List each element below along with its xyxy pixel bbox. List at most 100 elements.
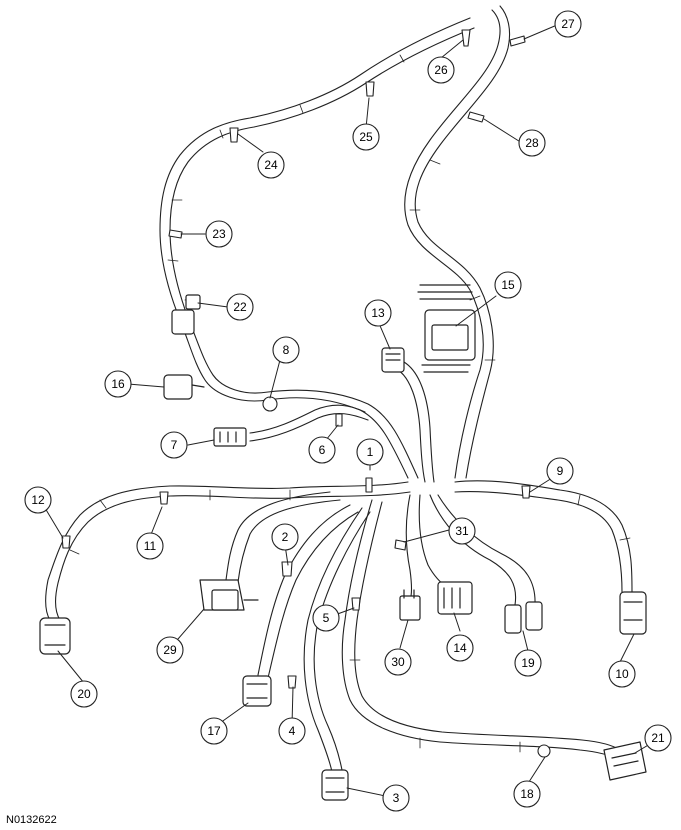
pin-2 [281, 561, 293, 577]
callout-circle [205, 220, 233, 248]
harness-branch-29 [225, 491, 341, 583]
callout-4: 4 [278, 717, 306, 745]
connector-7 [213, 427, 247, 447]
callout-circle [70, 680, 98, 708]
callout-label: 8 [283, 343, 290, 357]
pin-6 [335, 413, 343, 427]
pin-1 [365, 477, 373, 493]
pin-5 [351, 597, 361, 611]
callout-label: 11 [144, 539, 157, 553]
callout-label: 26 [434, 63, 448, 77]
callout-circle [356, 438, 384, 466]
connector-30 [399, 589, 421, 621]
callout-26: 26 [427, 56, 455, 84]
connector-21 [603, 741, 647, 781]
callout-label: 22 [233, 300, 247, 314]
callout-circle [352, 123, 380, 151]
callout-label: 7 [171, 438, 178, 452]
leader-lines [44, 24, 656, 799]
callout-circle [271, 523, 299, 551]
pin-26 [461, 29, 471, 47]
callout-28: 28 [518, 129, 546, 157]
callout-20: 20 [70, 680, 98, 708]
callout-2: 2 [271, 523, 299, 551]
callout-7: 7 [160, 431, 188, 459]
callout-label: 24 [264, 158, 278, 172]
callout-label: 23 [212, 227, 226, 241]
callout-circle [513, 780, 541, 808]
connector-14 [437, 581, 473, 615]
callout-label: 4 [289, 724, 296, 738]
connector-10 [619, 591, 647, 635]
callout-label: 5 [323, 611, 330, 625]
callout-27: 27 [554, 10, 582, 38]
callout-31: 31 [448, 517, 476, 545]
callout-label: 10 [615, 667, 629, 681]
callout-14: 14 [446, 634, 474, 662]
connector-3 [321, 769, 349, 801]
callout-21: 21 [644, 724, 672, 752]
callout-circle [272, 336, 300, 364]
callout-label: 14 [453, 641, 467, 655]
callout-label: 1 [367, 445, 374, 459]
pin-31 [394, 539, 407, 551]
callout-circle [427, 56, 455, 84]
callout-19: 19 [514, 649, 542, 677]
tape-marks [69, 54, 631, 753]
callout-5: 5 [312, 604, 340, 632]
callout-circle [104, 370, 132, 398]
callout-circle [546, 457, 574, 485]
callout-30: 30 [384, 648, 412, 676]
callout-label: 29 [163, 643, 177, 657]
callout-1: 1 [356, 438, 384, 466]
harness-branch-3 [303, 507, 371, 773]
callout-circle [554, 10, 582, 38]
callout-circle [200, 717, 228, 745]
pin-28 [467, 111, 485, 123]
callout-label: 9 [557, 464, 564, 478]
connector-13 [381, 347, 405, 373]
pin-9 [521, 485, 531, 499]
pin-4 [287, 675, 297, 689]
callout-circle [257, 151, 285, 179]
callout-circle [608, 660, 636, 688]
pin-24 [229, 127, 239, 143]
harness-branch-lower [341, 499, 621, 761]
callout-circle [308, 436, 336, 464]
callout-label: 27 [561, 17, 575, 31]
callout-circle [448, 517, 476, 545]
callout-9: 9 [546, 457, 574, 485]
callout-circle [446, 634, 474, 662]
callout-circle [278, 717, 306, 745]
callout-29: 29 [156, 636, 184, 664]
pin-12 [61, 535, 71, 549]
harness-branch-left [45, 481, 411, 621]
callout-10: 10 [608, 660, 636, 688]
callout-circle [136, 532, 164, 560]
harness-branch-upper-right [404, 5, 511, 479]
callout-12: 12 [24, 486, 52, 514]
callout-label: 21 [651, 731, 665, 745]
callout-23: 23 [205, 220, 233, 248]
callout-circle [364, 299, 392, 327]
connector-16 [163, 374, 205, 400]
callout-circle [312, 604, 340, 632]
callout-layer: 1234567891011121314151617181920212223242… [24, 10, 672, 812]
callout-label: 31 [455, 524, 469, 538]
callout-circle [226, 293, 254, 321]
connector-29 [199, 579, 259, 611]
callout-label: 17 [207, 724, 221, 738]
callout-16: 16 [104, 370, 132, 398]
callout-label: 13 [371, 306, 385, 320]
callout-8: 8 [272, 336, 300, 364]
callout-label: 15 [501, 278, 515, 292]
callout-label: 16 [111, 377, 125, 391]
connector-20 [39, 617, 71, 655]
callout-label: 28 [525, 136, 539, 150]
callout-circle [384, 648, 412, 676]
callout-6: 6 [308, 436, 336, 464]
callout-11: 11 [136, 532, 164, 560]
pin-8 [262, 396, 278, 412]
